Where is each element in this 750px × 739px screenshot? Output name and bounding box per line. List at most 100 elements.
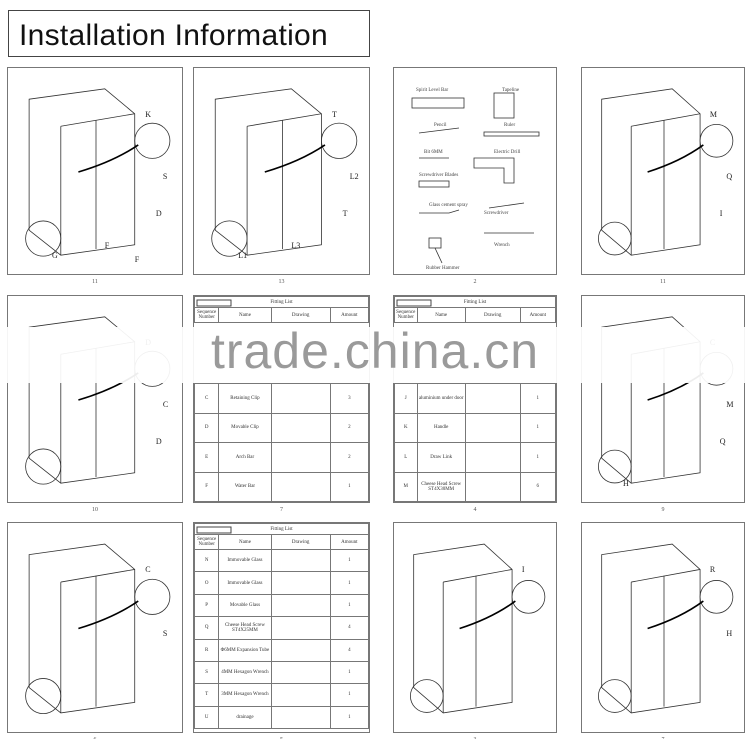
part-label: L2 <box>349 172 359 181</box>
seq-cell: J <box>394 383 418 414</box>
seq-cell: P <box>193 593 220 618</box>
tool-label: Spirit Level Bar <box>416 88 449 93</box>
tool-label: Screwdriver Blades <box>419 173 459 178</box>
amount-cell: 2 <box>329 442 370 473</box>
name-cell: Arch Bar <box>218 442 272 473</box>
column-header: Amount <box>329 307 370 323</box>
column-header: Name <box>218 307 272 323</box>
tool-label: Tapeline <box>502 88 520 93</box>
tool-label: Wrench <box>494 243 510 248</box>
shower-enclosure-drawing <box>25 88 171 257</box>
tool-label: Electric Drill <box>494 150 521 155</box>
drawing-cell <box>196 299 331 443</box>
seq-cell: C <box>193 383 220 414</box>
part-label: D <box>155 209 162 219</box>
name-cell: Draw Link <box>416 442 466 473</box>
page-number: 5 <box>194 737 369 739</box>
name-cell: Handle <box>416 412 466 443</box>
drawing-cell <box>396 299 521 414</box>
column-header: Sequence Number <box>394 307 418 323</box>
tool-label: Screwdriver <box>484 211 509 216</box>
part-label: C <box>162 400 169 409</box>
page-number: 4 <box>473 507 477 513</box>
shower-enclosure-drawing <box>597 543 734 714</box>
watermark: trade.china.cn <box>210 323 540 379</box>
instruction-panel: RH7 <box>581 522 745 739</box>
shower-enclosure-drawing <box>597 88 734 256</box>
name-cell: Movable Clip <box>218 412 272 443</box>
shower-enclosure-drawing <box>409 543 546 714</box>
part-label: S <box>162 628 168 638</box>
part-label: S <box>162 172 168 181</box>
page-number: 6 <box>8 737 182 739</box>
part-label: F <box>104 240 110 250</box>
seq-cell: U <box>193 705 220 730</box>
part-label: D <box>155 437 162 447</box>
tools-drawing <box>411 92 540 264</box>
part-label: Q <box>726 172 733 181</box>
drawing-cell <box>196 526 331 595</box>
title-box: Installation Information <box>8 10 370 57</box>
name-cell: 4MM Hexagon Wrench <box>218 660 272 685</box>
name-cell: Water Bar <box>218 471 272 502</box>
part-label: L1 <box>238 251 248 261</box>
page-number: 11 <box>660 279 666 285</box>
page-title: Installation Information <box>19 19 329 52</box>
amount-cell: 1 <box>329 593 370 618</box>
page-number: 2 <box>473 279 477 285</box>
column-header: Drawing <box>270 534 331 550</box>
part-label: Q <box>719 437 726 447</box>
tool-label: Ruler <box>504 123 516 128</box>
name-cell: Immovable Glass <box>218 548 272 573</box>
column-header: Drawing <box>464 307 521 323</box>
name-cell: Φ6MM Expansion Tube <box>218 638 272 662</box>
column-header: Sequence Number <box>193 534 220 550</box>
part-label: I <box>521 565 525 575</box>
seq-cell: K <box>394 412 418 443</box>
column-header: Amount <box>519 307 557 323</box>
part-label: R <box>709 565 716 575</box>
name-cell: Immovable Glass <box>218 571 272 595</box>
amount-cell: 1 <box>519 412 557 443</box>
part-label: I <box>719 209 723 219</box>
drawing-cell <box>196 526 331 707</box>
page-number: 9 <box>661 507 665 513</box>
seq-cell: L <box>394 442 418 473</box>
part-label: H <box>726 628 733 638</box>
part-label: F <box>134 255 140 265</box>
drawing-cell <box>196 299 331 502</box>
amount-cell: 1 <box>329 548 370 573</box>
amount-cell: 3 <box>329 383 370 414</box>
seq-cell: O <box>193 571 220 595</box>
column-header: Amount <box>329 534 370 550</box>
amount-cell: 6 <box>519 471 557 502</box>
page-number: 7 <box>280 507 283 513</box>
instruction-panel: CS6 <box>7 522 183 739</box>
part-label: T <box>332 109 337 119</box>
page-number: 10 <box>92 507 98 513</box>
tool-label: Bit 6MM <box>424 150 443 155</box>
seq-cell: N <box>193 548 220 573</box>
watermark-band <box>0 327 750 383</box>
drawing-cell <box>196 526 331 573</box>
page-number: 11 <box>92 279 98 285</box>
page-number: 3 <box>394 737 556 739</box>
drawing-cell <box>196 299 331 414</box>
